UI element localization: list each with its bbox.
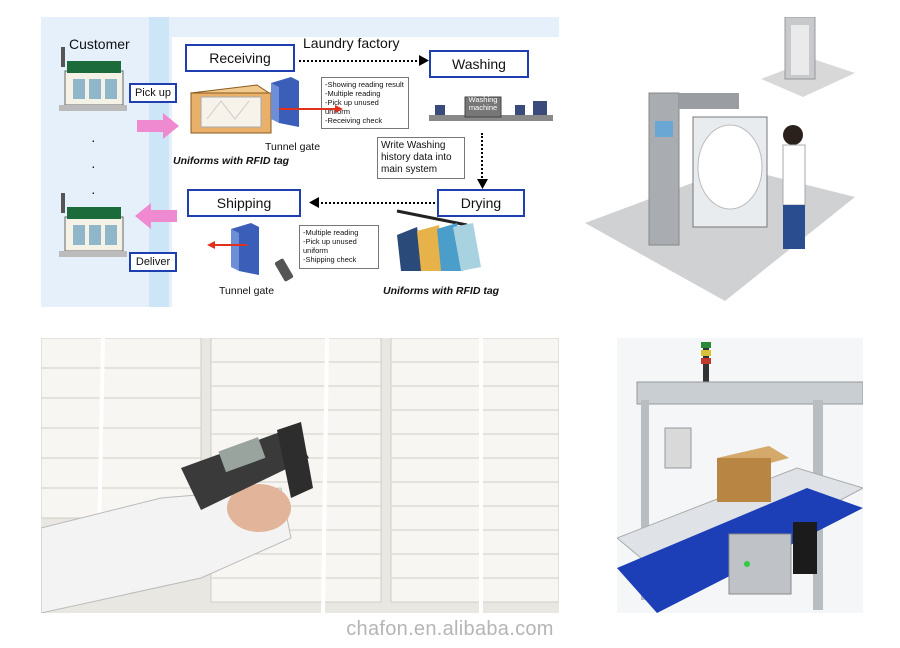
pickup-box: Pick up <box>129 83 177 103</box>
ellipsis-dots: ··· <box>91 132 96 200</box>
uniforms-tag-label-top: Uniforms with RFID tag <box>173 155 290 167</box>
conveyor-illustration <box>617 338 863 613</box>
customer-label: Customer <box>69 36 130 52</box>
flow-arrow <box>317 202 435 204</box>
flow-arrow <box>481 133 483 181</box>
store-icon <box>59 47 127 111</box>
deliver-arrow-icon <box>135 203 177 229</box>
uniforms-icon <box>396 209 481 271</box>
tunnel-gate-icon <box>231 223 259 275</box>
washing-machine-label: Washing machine <box>468 95 498 112</box>
uniforms-tag-label-bottom: Uniforms with RFID tag <box>383 285 500 297</box>
arrowhead-icon <box>309 197 319 208</box>
receiving-box: Receiving <box>185 44 295 72</box>
pickup-arrow-icon <box>137 113 179 139</box>
deliver-box: Deliver <box>129 252 177 272</box>
towel-stack-illustration <box>41 338 559 613</box>
washing-machine-line-icon <box>429 96 553 121</box>
tunnel-gate-photo <box>585 16 855 317</box>
arrowhead-icon <box>419 55 429 66</box>
tunnel-gate-label-bottom: Tunnel gate <box>219 285 275 297</box>
conveyor-portal-photo <box>617 338 863 613</box>
red-arrow-icon <box>207 241 247 249</box>
flow-arrow <box>299 60 421 62</box>
laundry-factory-label: Laundry factory <box>303 35 400 51</box>
washing-box: Washing <box>429 50 529 78</box>
watermark: chafon.en.alibaba.com <box>346 618 554 640</box>
drying-box: Drying <box>437 189 525 217</box>
receiving-note: -Showing reading result -Multiple readin… <box>321 77 409 129</box>
store-icon <box>59 193 127 257</box>
handheld-scanner-photo <box>41 338 559 613</box>
handheld-reader-icon <box>275 258 294 282</box>
tunnel-gate-illustration <box>585 16 855 301</box>
arrowhead-icon <box>477 179 488 189</box>
shipping-box: Shipping <box>187 189 301 217</box>
shipping-note: -Multiple reading -Pick up unused unifor… <box>299 225 379 269</box>
red-arrow-icon <box>279 105 343 113</box>
tunnel-gate-label-top: Tunnel gate <box>265 141 321 153</box>
tunnel-gate-icon <box>271 77 299 127</box>
write-history-note: Write Washing history data into main sys… <box>377 137 465 179</box>
rfid-laundry-diagram: Customer ··· Pick up Deliver Laundry fac… <box>41 17 559 307</box>
laundry-cart-icon <box>189 84 277 134</box>
